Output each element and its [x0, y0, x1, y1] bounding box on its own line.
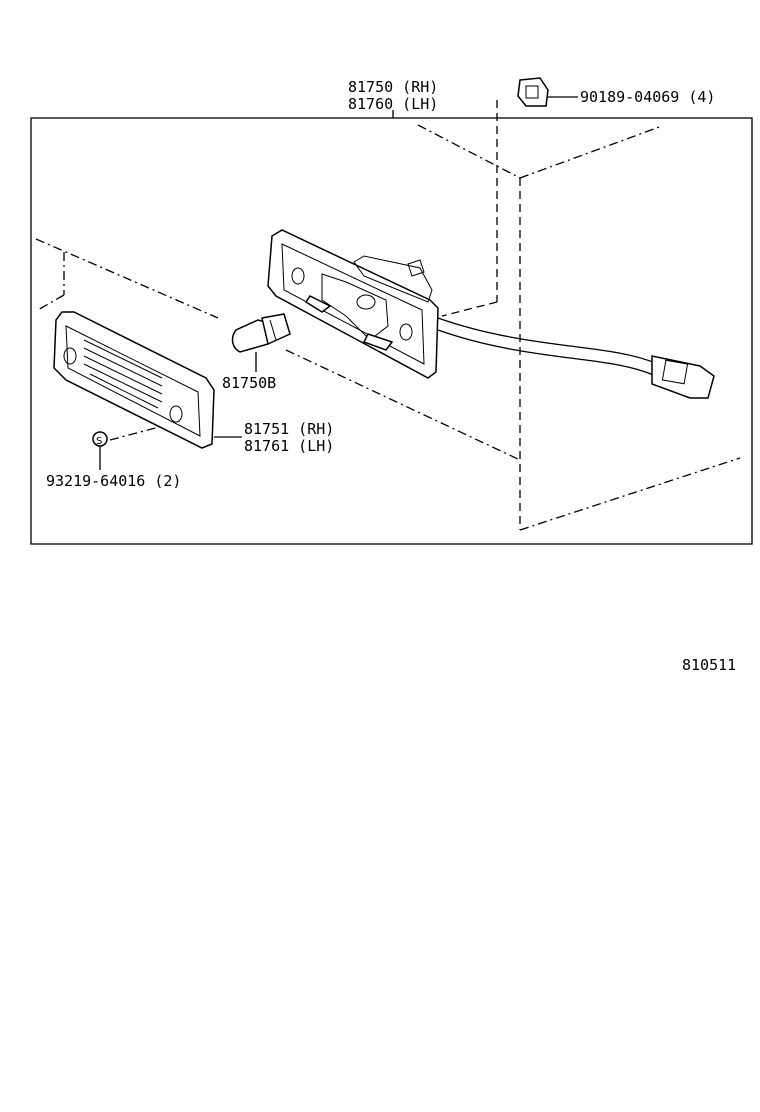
clip-part	[517, 77, 549, 107]
diagram-frame	[30, 117, 753, 545]
left-projection-lines	[35, 238, 219, 319]
clip-leader-lines	[441, 100, 498, 317]
leader-lines	[99, 96, 578, 470]
screw-part: S	[92, 431, 108, 447]
lamp-housing	[267, 229, 439, 379]
svg-text:S: S	[96, 436, 102, 447]
label-screw: 93219-64016 (2)	[46, 472, 181, 490]
label-lens-lh: 81761 (LH)	[244, 437, 334, 455]
bulb-part	[231, 313, 291, 353]
label-bulb: 81750B	[222, 374, 276, 392]
label-lens-rh: 81751 (RH)	[244, 420, 334, 438]
label-clip: 90189-04069 (4)	[580, 88, 715, 106]
diagram-id: 810511	[682, 656, 736, 674]
label-housing-rh: 81750 (RH)	[348, 78, 438, 96]
label-housing-lh: 81760 (LH)	[348, 95, 438, 113]
lens-part	[53, 311, 215, 449]
wire-harness	[437, 317, 715, 399]
